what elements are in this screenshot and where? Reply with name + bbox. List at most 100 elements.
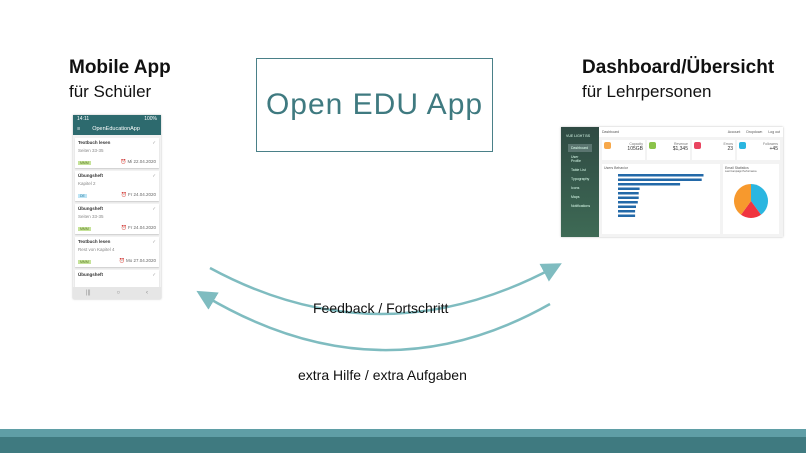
mobile-app-heading: Mobile App [69, 57, 171, 78]
due-date: ⏰ Fr 24.04.2020 [121, 225, 156, 230]
task-title: Übungsheft [78, 206, 103, 211]
sidebar-item[interactable]: Table List [571, 168, 586, 172]
bar [618, 205, 636, 208]
check-icon[interactable]: ✓ [152, 272, 156, 277]
email-statistics-sub: Last Campaign Performance [725, 170, 757, 173]
sidebar-item[interactable]: Maps [571, 195, 580, 199]
phone-app-title: OpenEducationApp [92, 126, 140, 132]
task-title: Übungsheft [78, 173, 103, 178]
app-title-box: Open EDU App [256, 58, 493, 152]
phone-battery: 100% [144, 116, 157, 122]
pie-slice [734, 184, 751, 215]
bar [618, 183, 681, 186]
pie-slice [751, 184, 768, 215]
email-statistics-title: Email Statistics [725, 166, 749, 170]
subject-tag: DE [78, 194, 87, 198]
bar [618, 201, 638, 204]
sidebar-item[interactable]: Notifications [571, 204, 591, 208]
due-date-text: Fr 24.04.2020 [127, 192, 156, 197]
stat-card: Followers+45 [737, 140, 780, 160]
task-title: Textbuch lesen [78, 239, 111, 244]
topbar-link[interactable]: Account [727, 130, 741, 134]
email-statistics-panel: Email Statistics Last Campaign Performan… [723, 164, 779, 234]
back-icon: ‹ [146, 290, 149, 296]
stat-label: Capacity [629, 142, 643, 146]
task-sub: Seiten 33-35 [78, 214, 104, 219]
stat-value: 23 [727, 146, 733, 152]
check-icon[interactable]: ✓ [152, 140, 156, 145]
stat-icon [649, 142, 656, 149]
topbar-link[interactable]: Dropdown [746, 130, 763, 134]
stat-card: Revenue$1,345 [647, 140, 690, 160]
recent-apps-icon: ||| [85, 290, 91, 296]
app-title: Open EDU App [265, 88, 484, 121]
dashboard-page-title: Dashboard [602, 130, 620, 134]
stat-label: Errors [723, 142, 733, 146]
users-behavior-title: Users Behavior [604, 166, 628, 170]
help-label: extra Hilfe / extra Aufgaben [298, 367, 467, 383]
stat-value: +45 [769, 146, 778, 152]
sidebar-item[interactable]: User Profile [571, 155, 581, 163]
home-icon: ○ [116, 290, 121, 296]
due-date-text: Fr 24.04.2020 [127, 225, 156, 230]
bar [618, 174, 704, 177]
stat-label: Followers [763, 142, 778, 146]
topbar-link[interactable]: Log out [768, 130, 780, 134]
task-sub: Rest von Kapitel 4 [78, 247, 115, 252]
dashboard-brand: VUE LIGHT BS [566, 134, 591, 138]
dashboard-subheading: für Lehrpersonen [582, 82, 712, 101]
phone-time: 14:11 [77, 116, 90, 122]
task-title: Textbuch lesen [78, 140, 111, 145]
stat-icon [694, 142, 701, 149]
check-icon[interactable]: ✓ [152, 239, 156, 244]
subject-tag: MMM [78, 161, 91, 165]
check-icon[interactable]: ✓ [152, 173, 156, 178]
due-date-text: Mi 22.04.2020 [127, 159, 156, 164]
mobile-app-subheading: für Schüler [69, 82, 152, 101]
dashboard-topbar: Dashboard Account Dropdown Log out [599, 127, 783, 137]
due-date: ⏰ Mi 22.04.2020 [120, 159, 156, 164]
check-icon[interactable]: ✓ [152, 206, 156, 211]
task-sub: Seiten 33-35 [78, 148, 104, 153]
bar [618, 196, 639, 199]
due-date-text: Mo 27.04.2020 [125, 258, 156, 263]
stat-icon [739, 142, 746, 149]
pie-slice [741, 201, 761, 218]
due-date: ⏰ Fr 24.04.2020 [121, 192, 156, 197]
dashboard-heading: Dashboard/Übersicht [582, 57, 775, 78]
sidebar-item[interactable]: Icons [571, 186, 580, 190]
feedback-label: Feedback / Fortschritt [313, 300, 449, 316]
bar [618, 178, 702, 181]
subject-tag: MMM [78, 260, 91, 264]
task-sub: Kapitel 2 [78, 181, 96, 186]
bar [618, 210, 636, 213]
bar [618, 192, 639, 195]
footer-band-dark [0, 437, 806, 453]
sidebar-item[interactable]: Typography [571, 177, 590, 181]
footer-band-light [0, 429, 806, 437]
task-title: Übungsheft [78, 272, 103, 277]
feedback-arrow [209, 263, 562, 316]
stat-value: 105GB [627, 146, 643, 152]
phone-nav-bar: ||| ○ ‹ [73, 287, 161, 299]
bar [618, 214, 636, 217]
help-arrow [196, 290, 551, 352]
stat-label: Revenue [673, 142, 688, 146]
subject-tag: MMM [78, 227, 91, 231]
stat-icon [604, 142, 611, 149]
stat-value: $1,345 [672, 146, 688, 152]
due-date: ⏰ Mo 27.04.2020 [119, 258, 156, 263]
sidebar-item[interactable]: Dashboard [568, 144, 592, 152]
users-behavior-panel: Users Behavior [602, 164, 720, 234]
